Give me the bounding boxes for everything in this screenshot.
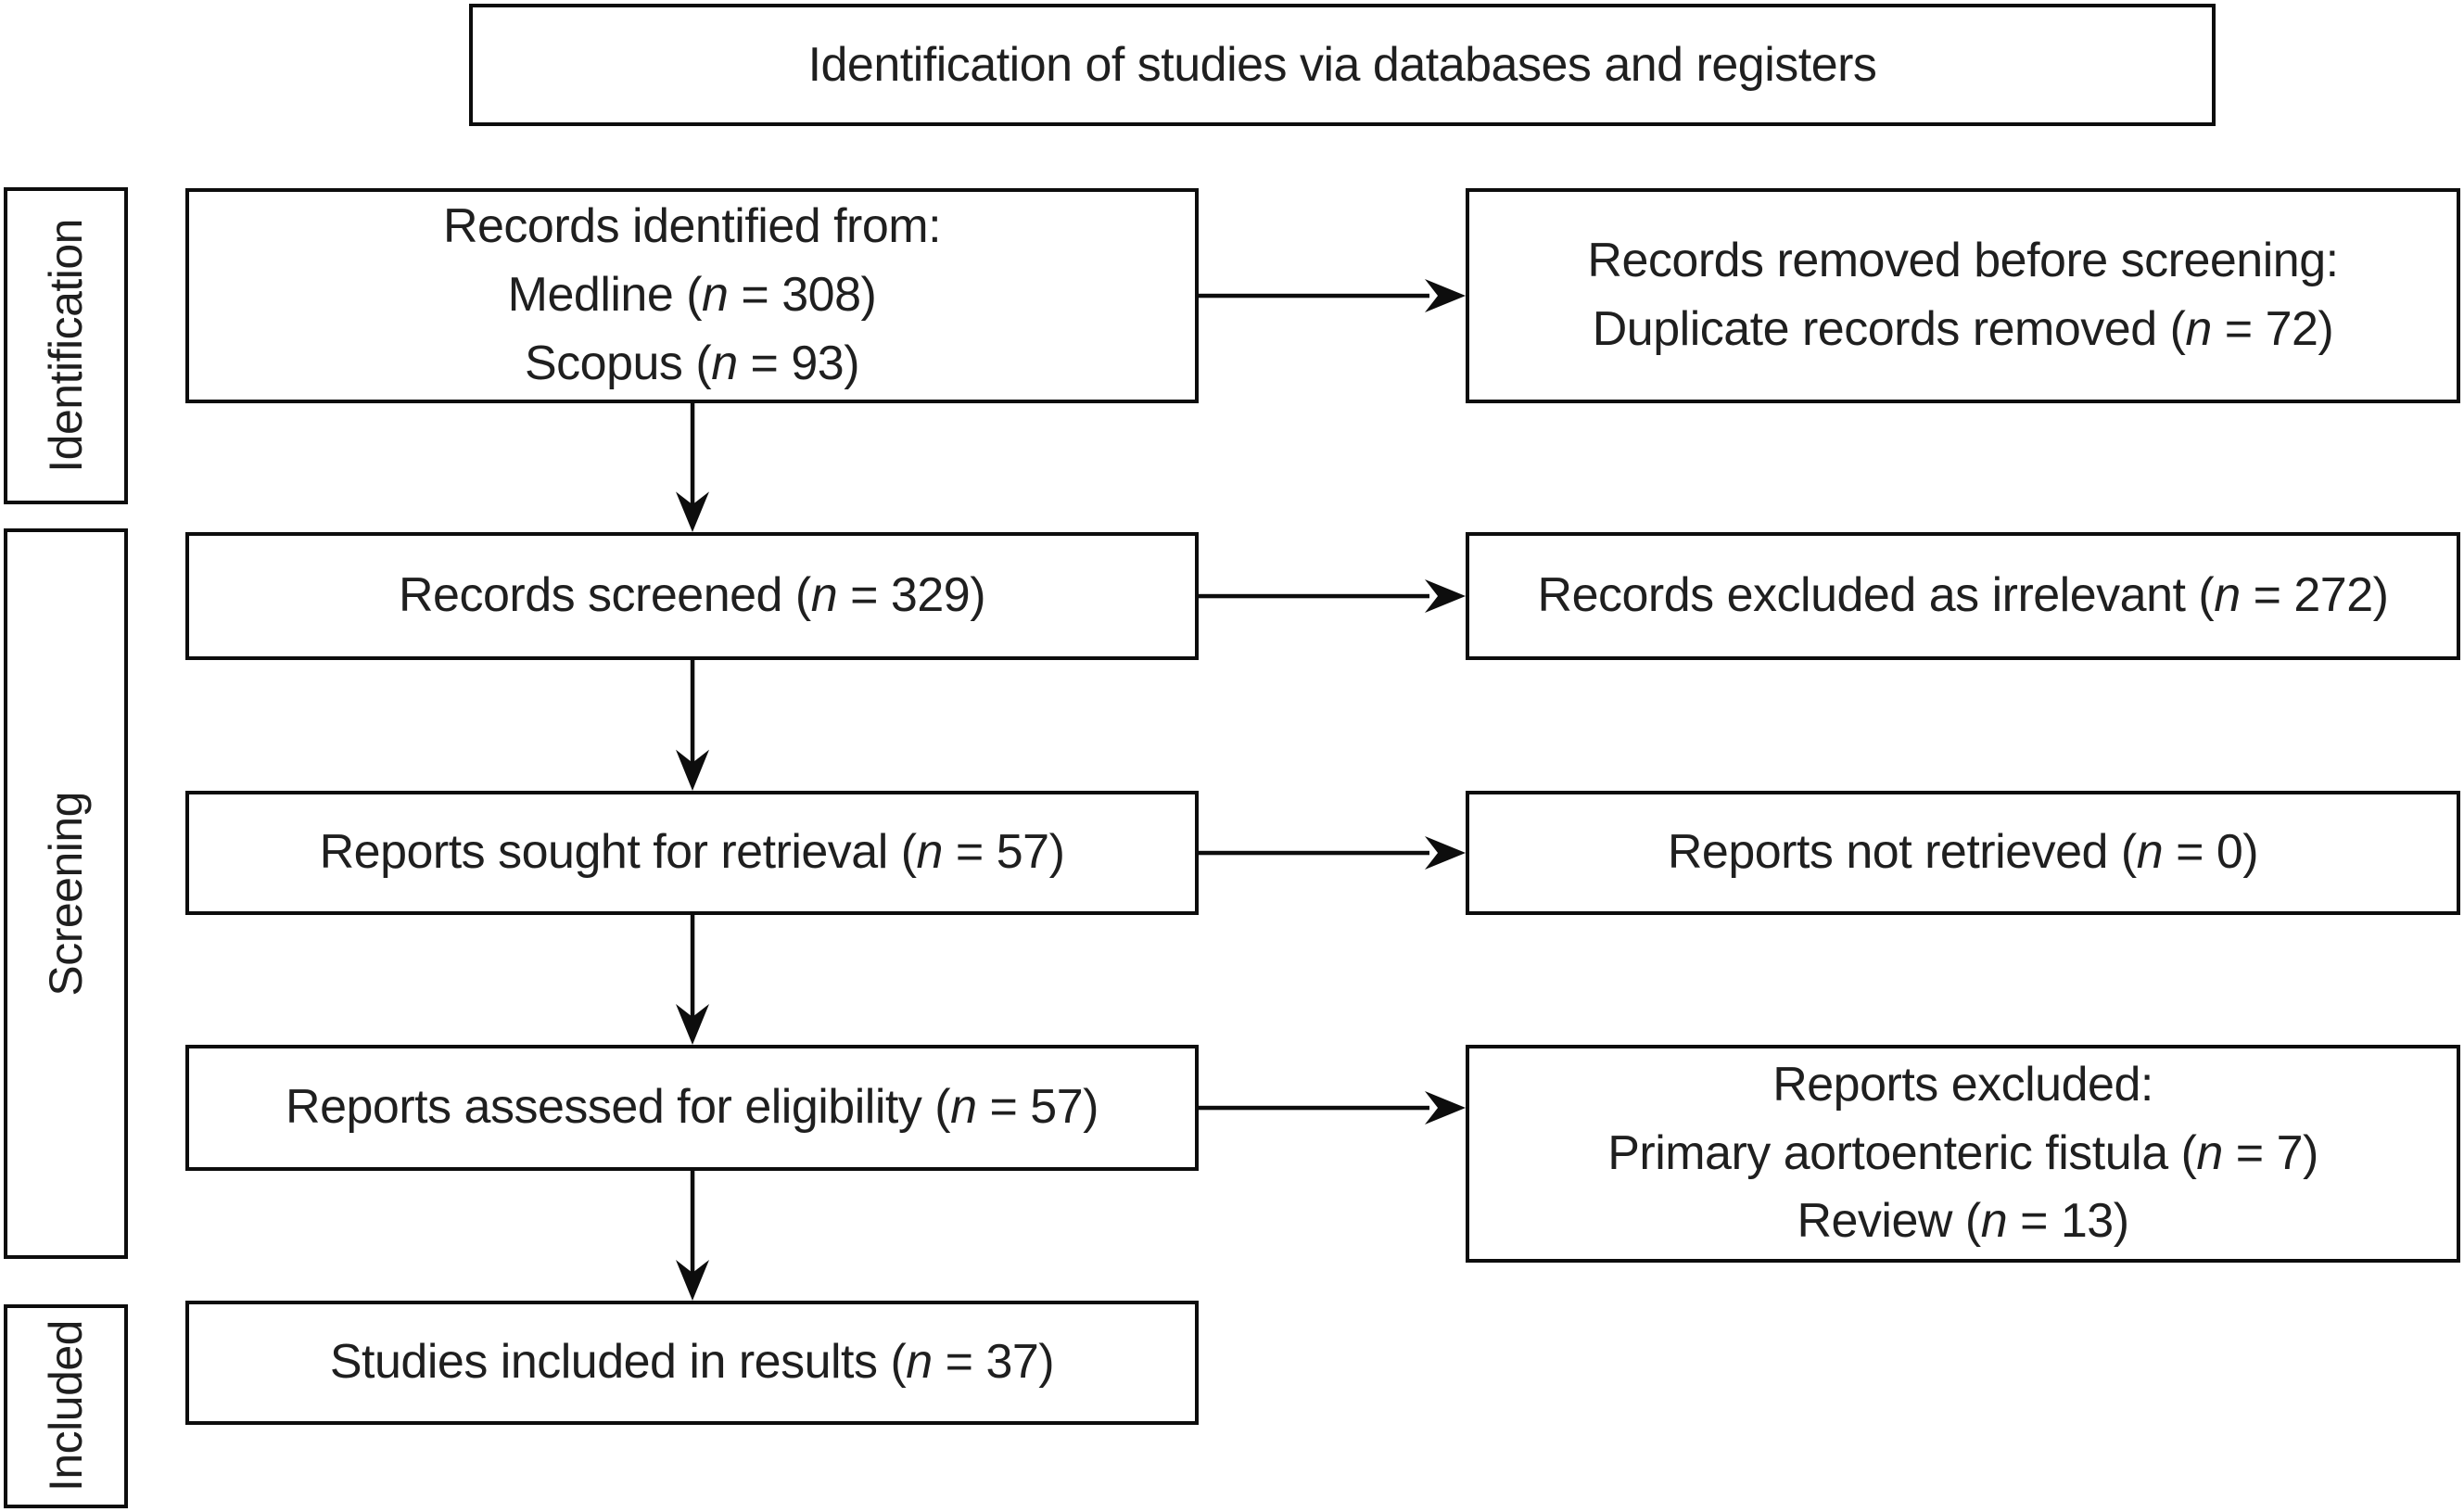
stage-screening: Screening (4, 528, 128, 1259)
stage-included: Included (4, 1304, 128, 1508)
arrow-down-4-icon (676, 1171, 709, 1301)
box-studies-included-text: Studies included in results (n = 37) (329, 1335, 1055, 1390)
box-reports-excluded: Reports excluded: Primary aortoenteric f… (1466, 1045, 2460, 1263)
box-reports-assessed: Reports assessed for eligibility (n = 57… (185, 1045, 1199, 1171)
arrow-right-1-icon (1198, 279, 1466, 312)
arrow-down-1-icon (676, 403, 709, 532)
box-reports-sought-text: Reports sought for retrieval (n = 57) (319, 825, 1065, 880)
stage-identification-label: Identification (40, 219, 92, 473)
box-records-excluded: Records excluded as irrelevant (n = 272) (1466, 532, 2460, 660)
header-title: Identification of studies via databases … (807, 38, 1877, 92)
box-records-removed: Records removed before screening: Duplic… (1466, 188, 2460, 403)
box-reports-not-retrieved-text: Reports not retrieved (n = 0) (1667, 825, 2259, 880)
stage-identification: Identification (4, 187, 128, 504)
box-studies-included: Studies included in results (n = 37) (185, 1301, 1199, 1425)
box-reports-excluded-text: Reports excluded: Primary aortoenteric f… (1607, 1057, 2318, 1249)
box-records-screened: Records screened (n = 329) (185, 532, 1199, 660)
box-records-identified-text: Records identified from: Medline (n = 30… (442, 199, 942, 390)
arrow-right-4-icon (1198, 1091, 1466, 1124)
box-reports-not-retrieved: Reports not retrieved (n = 0) (1466, 791, 2460, 915)
box-records-removed-text: Records removed before screening: Duplic… (1587, 234, 2339, 356)
stage-screening-label: Screening (40, 791, 92, 997)
box-records-screened-text: Records screened (n = 329) (398, 568, 986, 623)
arrow-down-3-icon (676, 915, 709, 1045)
header-box: Identification of studies via databases … (469, 4, 2216, 126)
box-records-identified: Records identified from: Medline (n = 30… (185, 188, 1199, 403)
stage-included-label: Included (40, 1320, 92, 1493)
arrow-right-2-icon (1198, 579, 1466, 613)
box-reports-sought: Reports sought for retrieval (n = 57) (185, 791, 1199, 915)
arrow-right-3-icon (1198, 836, 1466, 870)
box-records-excluded-text: Records excluded as irrelevant (n = 272) (1537, 568, 2389, 623)
box-reports-assessed-text: Reports assessed for eligibility (n = 57… (286, 1080, 1099, 1135)
arrow-down-2-icon (676, 660, 709, 791)
